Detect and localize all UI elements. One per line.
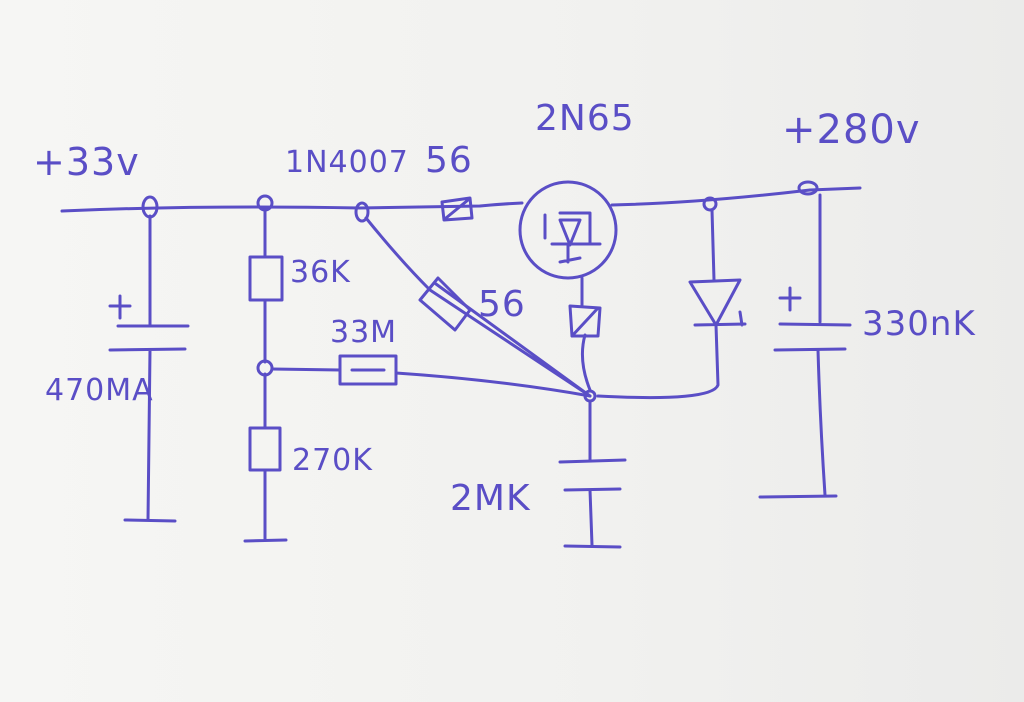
output-cap-symbol — [758, 193, 852, 499]
label-supply-out: +280v — [782, 107, 921, 153]
label-feedback-resistor: 33M — [330, 315, 397, 350]
node-diode-tap — [354, 201, 370, 223]
zener-symbol — [568, 304, 602, 338]
feedback-wire — [270, 367, 592, 398]
transistor-symbol — [543, 211, 602, 264]
gate-cap-symbol — [558, 458, 627, 549]
label-series-resistor: 56 — [425, 140, 473, 181]
label-divider-bottom: 270K — [292, 443, 373, 478]
label-input-cap: 470MA — [45, 373, 154, 408]
transistor-circle — [518, 180, 618, 280]
label-transistor: 2N65 — [535, 98, 635, 139]
input-cap-symbol — [108, 214, 190, 523]
diode-symbol — [688, 278, 747, 327]
resistor-56-gate — [418, 276, 472, 332]
diode-wire — [596, 208, 720, 400]
label-supply-in: +33v — [33, 140, 140, 184]
resistor-33m — [338, 354, 398, 386]
node-output — [797, 180, 819, 196]
label-gate-resistor: 56 — [478, 284, 526, 325]
resistor-36k — [248, 255, 284, 302]
input-rail-wire — [60, 201, 524, 213]
divider-wire — [243, 208, 288, 543]
series-diode-symbol — [440, 196, 474, 222]
label-gate-cap: 2MK — [450, 478, 531, 519]
resistor-270k — [248, 426, 282, 472]
label-diode-part: 1N4007 — [285, 145, 409, 180]
label-divider-top: 36K — [290, 255, 351, 290]
output-rail-wire — [610, 186, 862, 207]
node-diode-top — [702, 196, 718, 212]
zener-wire — [580, 276, 594, 547]
label-output-cap: 330nK — [862, 304, 976, 344]
